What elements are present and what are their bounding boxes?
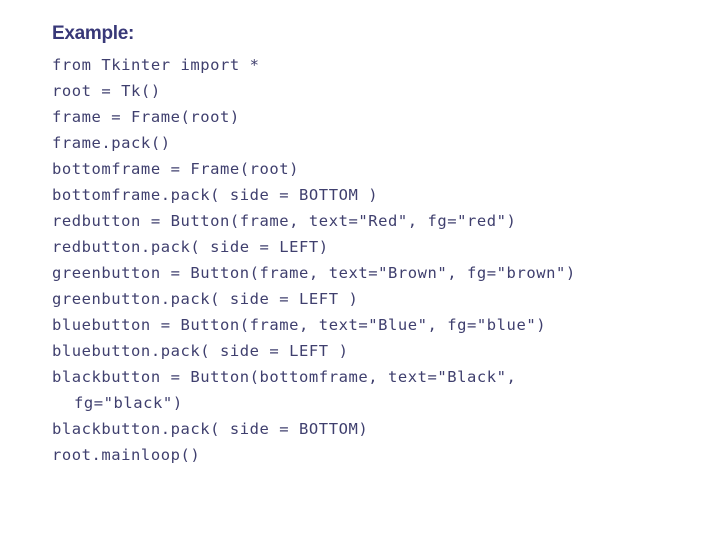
code-line: fg="black")	[74, 394, 183, 412]
code-line: greenbutton.pack( side = LEFT )	[52, 290, 359, 308]
page-title: Example:	[52, 23, 135, 44]
code-line: redbutton = Button(frame, text="Red", fg…	[52, 212, 517, 230]
code-line: root.mainloop()	[52, 446, 201, 464]
code-line: bluebutton.pack( side = LEFT )	[52, 342, 349, 360]
code-line: from Tkinter import *	[52, 56, 260, 74]
code-line: greenbutton = Button(frame, text="Brown"…	[52, 264, 576, 282]
code-line: root = Tk()	[52, 82, 161, 100]
code-line: blackbutton.pack( side = BOTTOM)	[52, 420, 369, 438]
code-line: frame = Frame(root)	[52, 108, 240, 126]
slide-content: Example: from Tkinter import * root = Tk(…	[52, 22, 692, 468]
code-line: bottomframe = Frame(root)	[52, 160, 300, 178]
code-block: from Tkinter import * root = Tk() frame = …	[52, 52, 692, 468]
code-line: redbutton.pack( side = LEFT)	[52, 238, 329, 256]
code-line: bottomframe.pack( side = BOTTOM )	[52, 186, 379, 204]
code-line: frame.pack()	[52, 134, 171, 152]
code-line: bluebutton = Button(frame, text="Blue", …	[52, 316, 547, 334]
code-line: blackbutton = Button(bottomframe, text="…	[52, 368, 517, 386]
